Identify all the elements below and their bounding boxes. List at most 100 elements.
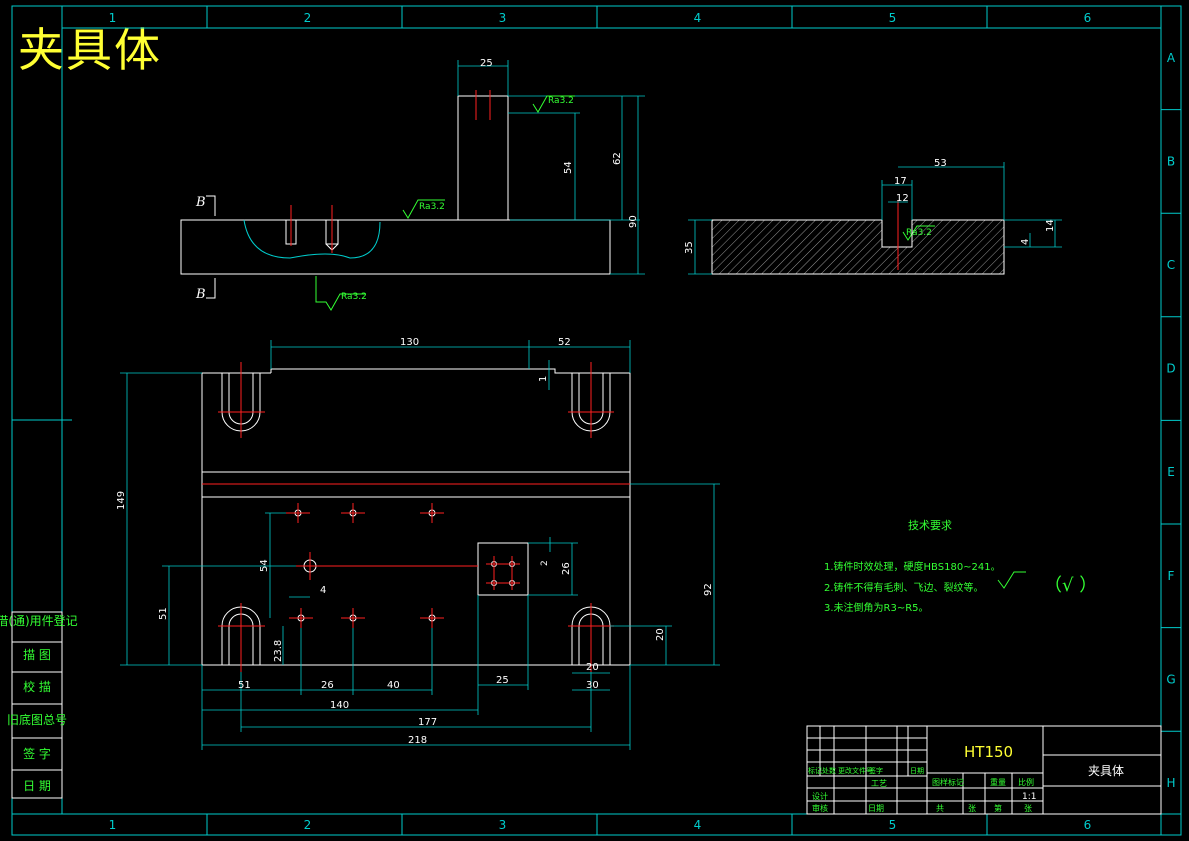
register-label: 旧底图总号 [7,712,67,727]
tb-role: 日期 [868,804,884,813]
dim-label: 54 [563,161,574,174]
tech-req-item: 1.铸件时效处理，硬度HBS180~241。 [824,560,1001,573]
tb-rev-header: 签字 [869,766,883,775]
column-label: 5 [889,818,897,832]
dim-label: 26 [561,562,572,575]
dim-label: 62 [612,152,623,165]
register-label: 借(通)用件登记 [0,613,78,628]
row-label: C [1167,258,1175,272]
dim-label: 40 [387,680,400,691]
column-label: 4 [694,818,702,832]
dim-label: 51 [238,680,251,691]
dim-label: 26 [321,680,334,691]
front-view-dim-text: 25 62 54 90 [480,58,639,228]
tb-role: 工艺 [871,779,887,788]
dim-label: 53 [934,158,947,169]
tb-sheet: 张 [968,804,976,813]
tb-col-label: 重量 [990,777,1006,787]
register-label: 校 描 [23,679,51,694]
tb-sheet: 共 [936,804,944,813]
tb-col-label: 比例 [1018,777,1034,787]
section-marker-top: B [195,195,206,210]
drawing-name: 夹具体 [1088,764,1124,778]
drawing-title: 夹具体 [18,23,162,77]
plan-view-dim-text: 130 52 1 149 51 54 4 2 26 92 23.8 20 51 … [116,337,714,746]
dim-label: 51 [158,607,169,620]
dim-label: 4 [320,585,326,596]
register-label: 描 图 [23,648,51,662]
section-marker-bottom: B [195,287,206,302]
section-view-dim-text: 53 17 12 14 4 35 [684,158,1056,254]
tb-rev-header: 更改文件号 [838,766,873,775]
left-register-table [11,419,72,799]
roughness-general-symbol: （√ ） [1044,575,1097,596]
dim-label: 25 [496,675,509,686]
dim-label: 177 [418,717,437,728]
title-block-text: HT150 夹具体 1:1 图样标记 重量 比例 共 张 第 张 标记 处数 更… [808,743,1124,813]
column-label: 3 [499,11,507,25]
row-label: F [1168,569,1175,583]
section-markers: B B [195,195,206,302]
dim-label: 30 [586,680,599,691]
column-label: 1 [109,11,117,25]
dim-label: 149 [116,491,127,510]
dim-label: 218 [408,735,427,746]
dim-label: 90 [628,215,639,228]
dim-label: 52 [558,337,571,348]
column-label: 3 [499,818,507,832]
column-label: 2 [304,818,312,832]
dim-label: 14 [1045,219,1056,232]
dim-label: 35 [684,241,695,254]
dim-label: 20 [586,662,599,673]
dim-label: 12 [896,193,909,204]
column-label: 5 [889,11,897,25]
roughness-label: Ra3.2 [548,96,574,106]
tb-rev-header: 处数 [822,766,836,775]
front-view [180,95,611,275]
column-label: 6 [1084,818,1092,832]
section-view [711,219,1005,275]
tb-sheet: 第 [994,803,1002,813]
column-label: 2 [304,11,312,25]
front-view-dimensions [457,60,645,275]
dim-label: 23.8 [273,640,284,662]
dim-label: 1 [538,376,549,382]
dim-label: 140 [330,700,349,711]
title-block [806,725,1162,815]
dim-label: 17 [894,176,907,187]
register-label: 签 字 [23,746,51,761]
plan-view-centerlines [202,362,630,672]
plan-view-dimensions [120,340,720,750]
row-label: H [1166,776,1175,790]
dim-label: 25 [480,58,493,69]
dim-label: 2 [540,560,550,566]
tb-role: 审核 [812,803,828,813]
tb-role: 设计 [812,791,828,801]
row-ticks [1161,109,1181,732]
plan-view [201,368,631,666]
dim-label: 130 [400,337,419,348]
column-label: 6 [1084,11,1092,25]
tb-sheet: 张 [1024,804,1032,813]
roughness-symbols [315,95,935,311]
material-label: HT150 [964,743,1013,761]
row-label: A [1167,51,1176,65]
column-ticks [206,6,988,835]
row-label: D [1166,362,1175,376]
tb-col-label: 图样标记 [932,777,964,787]
dim-label: 54 [259,559,270,572]
roughness-general-icon [997,571,1026,589]
register-label: 日 期 [23,779,51,793]
tb-rev-header: 日期 [910,767,924,775]
left-register-labels: 借(通)用件登记 描 图 校 描 旧底图总号 签 字 日 期 [0,613,78,793]
dim-label: 92 [703,583,714,596]
roughness-label: Ra3.2 [419,202,445,212]
tech-req-heading: 技术要求 [908,519,952,532]
scale-value: 1:1 [1022,792,1036,802]
roughness-label: Ra3.2 [341,292,367,302]
column-label: 4 [694,11,702,25]
row-label: B [1167,154,1175,168]
front-view-centerlines [290,90,491,253]
